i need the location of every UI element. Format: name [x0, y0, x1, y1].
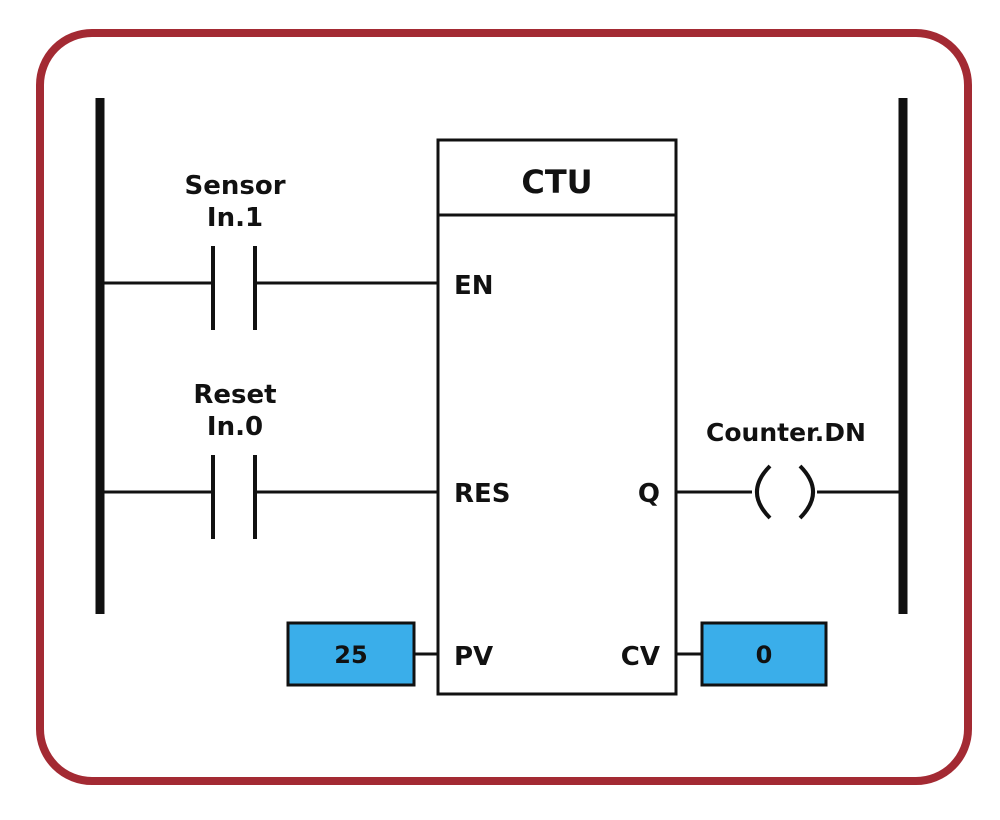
rung-1: Sensor In.1: [100, 171, 438, 330]
current-value-group: 0: [676, 621, 828, 687]
pin-pv-label: PV: [454, 642, 493, 672]
preset-value-group: 25: [286, 621, 438, 687]
sensor-contact-label-line1: Sensor: [184, 171, 285, 201]
pin-cv-label: CV: [621, 642, 660, 672]
pin-res-label: RES: [454, 479, 511, 509]
current-value-text: 0: [756, 641, 773, 669]
pin-q-label: Q: [638, 479, 660, 509]
preset-value-text: 25: [334, 641, 367, 669]
coil-label: Counter.DN: [706, 418, 866, 447]
sensor-contact-label-line2: In.1: [207, 203, 263, 233]
ctu-block-body: [436, 138, 678, 696]
rung-2: Reset In.0 Counter.DN: [100, 380, 903, 539]
coil-right-arc: [798, 464, 815, 520]
pin-en-label: EN: [454, 271, 494, 301]
current-value-box: [700, 621, 828, 687]
coil-left-arc: [755, 464, 772, 520]
reset-contact-label-line2: In.0: [207, 412, 263, 442]
ctu-block: CTU EN RES PV Q CV: [436, 138, 678, 696]
reset-contact-label-line1: Reset: [193, 380, 276, 410]
ctu-block-title: CTU: [521, 163, 592, 201]
